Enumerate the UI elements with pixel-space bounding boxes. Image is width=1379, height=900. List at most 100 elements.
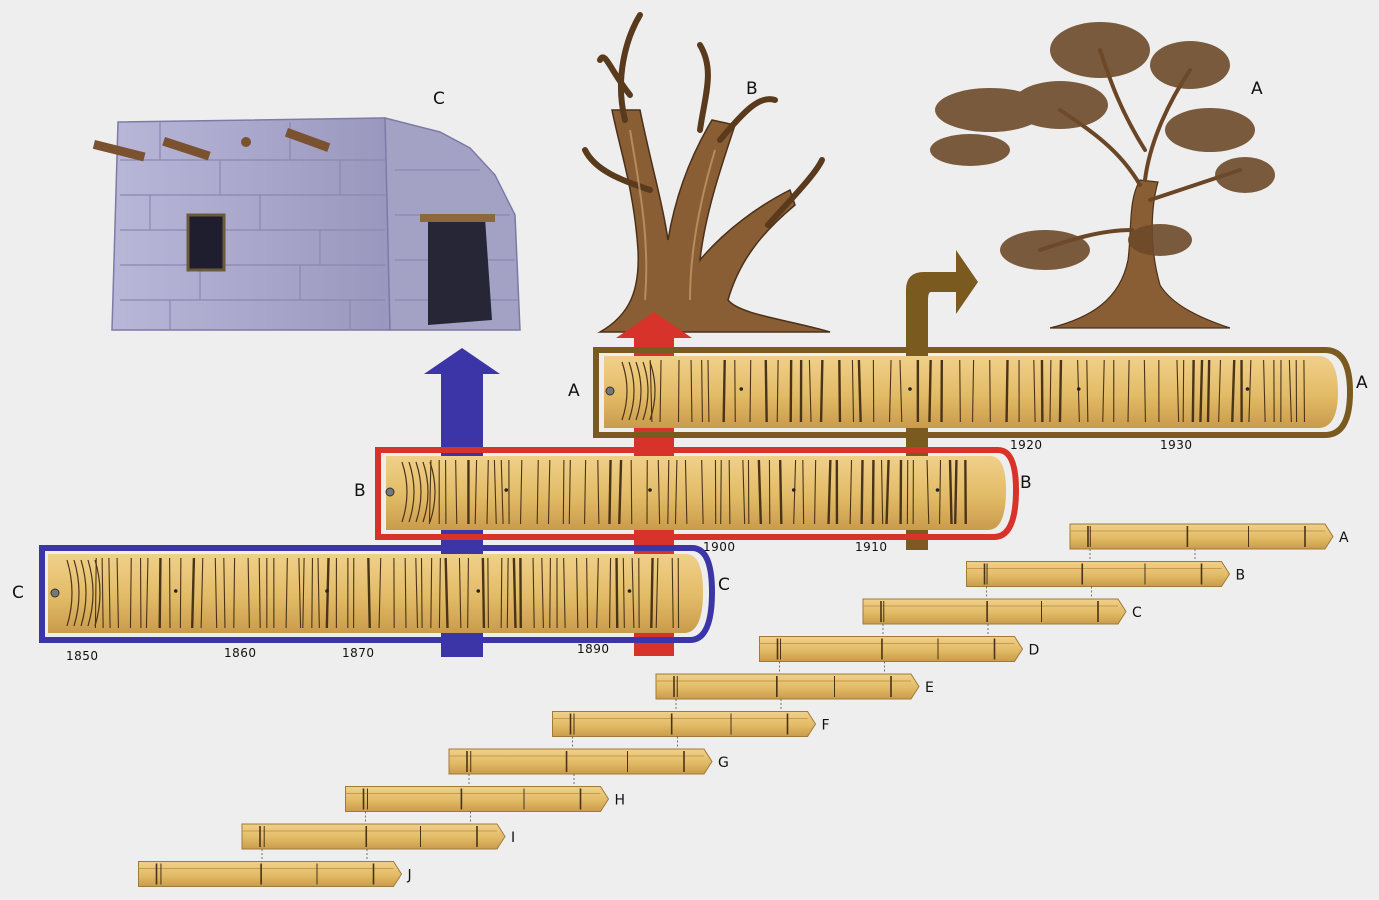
growth-ring bbox=[101, 557, 104, 629]
dead-tree-label: B bbox=[746, 79, 758, 99]
core-c-right-label: C bbox=[718, 575, 730, 595]
growth-ring bbox=[576, 557, 579, 629]
sequence-label: F bbox=[822, 718, 830, 734]
growth-ring bbox=[223, 557, 226, 629]
growth-ring bbox=[1058, 359, 1063, 423]
dead-tree bbox=[582, 12, 831, 333]
sequence-label: H bbox=[615, 793, 626, 809]
growth-ring bbox=[415, 557, 419, 629]
growth-ring bbox=[802, 459, 805, 525]
year-1850: 1850 bbox=[66, 649, 99, 663]
core-b-left-label: B bbox=[354, 481, 366, 501]
growth-ring bbox=[749, 359, 752, 423]
growth-ring bbox=[500, 459, 504, 525]
growth-ring bbox=[888, 359, 892, 423]
growth-ring bbox=[317, 557, 320, 629]
growth-ring bbox=[247, 557, 250, 629]
sequence-label: C bbox=[1132, 605, 1142, 621]
growth-ring bbox=[609, 557, 612, 629]
growth-ring bbox=[179, 557, 182, 629]
sample-body bbox=[345, 786, 610, 812]
sequence-sample-e: E bbox=[655, 673, 934, 711]
growth-ring bbox=[793, 459, 797, 525]
pith-ring bbox=[401, 461, 408, 523]
growth-ring bbox=[1143, 359, 1146, 423]
growth-ring bbox=[108, 557, 111, 629]
growth-ring bbox=[586, 557, 589, 629]
growth-ring bbox=[860, 459, 864, 525]
sample-body bbox=[655, 673, 920, 700]
growth-ring bbox=[657, 459, 661, 525]
growth-ring bbox=[608, 459, 612, 525]
growth-ring bbox=[549, 557, 551, 629]
growth-ring bbox=[1218, 359, 1222, 423]
growth-ring bbox=[94, 557, 97, 629]
growth-ring bbox=[899, 359, 903, 423]
growth-ring bbox=[519, 459, 523, 525]
pith-ring bbox=[408, 461, 415, 523]
pith-ring bbox=[87, 559, 94, 627]
sequence-sample-j: J bbox=[138, 861, 412, 887]
year-1890: 1890 bbox=[577, 642, 610, 656]
growth-ring bbox=[971, 359, 975, 423]
growth-ring bbox=[1033, 359, 1036, 423]
growth-ring bbox=[671, 557, 674, 629]
year-1910: 1910 bbox=[855, 540, 888, 554]
pith bbox=[385, 487, 395, 497]
growth-ring bbox=[701, 459, 704, 525]
decade-marker bbox=[648, 488, 652, 492]
growth-ring bbox=[1077, 359, 1080, 423]
growth-ring bbox=[778, 459, 783, 525]
core-a-right-label: A bbox=[1356, 373, 1368, 393]
growth-ring bbox=[722, 359, 726, 423]
growth-ring bbox=[928, 359, 932, 423]
sequence-label: A bbox=[1339, 530, 1349, 546]
growth-ring bbox=[541, 557, 544, 629]
growth-ring bbox=[596, 557, 599, 629]
sequence-sample-b: B bbox=[966, 561, 1245, 599]
growth-ring bbox=[926, 459, 930, 525]
growth-ring bbox=[145, 557, 149, 629]
growth-ring bbox=[885, 459, 890, 525]
growth-ring bbox=[1005, 359, 1009, 423]
growth-ring bbox=[325, 557, 330, 629]
pueblo-dwelling bbox=[92, 117, 521, 331]
growth-ring bbox=[568, 459, 571, 525]
sequence-label: E bbox=[925, 680, 934, 696]
growth-ring bbox=[615, 557, 619, 629]
sequence-label: G bbox=[718, 755, 729, 771]
growth-ring bbox=[129, 557, 132, 629]
decade-marker bbox=[173, 589, 178, 593]
pith-ring bbox=[429, 461, 436, 523]
growth-ring bbox=[742, 459, 746, 525]
growth-ring bbox=[467, 557, 469, 629]
growth-ring bbox=[880, 459, 884, 525]
growth-ring bbox=[827, 459, 832, 525]
growth-ring bbox=[849, 459, 853, 525]
pith-ring bbox=[635, 361, 642, 421]
growth-ring bbox=[420, 557, 423, 629]
growth-ring bbox=[481, 557, 486, 629]
living-tree bbox=[930, 22, 1275, 329]
growth-ring bbox=[1049, 359, 1052, 423]
growth-ring bbox=[655, 557, 659, 629]
growth-ring bbox=[618, 459, 623, 525]
growth-ring bbox=[728, 459, 731, 525]
growth-ring bbox=[707, 359, 710, 423]
sequence-sample-h: H bbox=[345, 786, 626, 824]
year-1860: 1860 bbox=[224, 646, 257, 660]
growth-ring bbox=[285, 557, 288, 629]
growth-ring bbox=[458, 557, 462, 629]
pith bbox=[50, 588, 60, 598]
year-1870: 1870 bbox=[342, 646, 375, 660]
pith-ring bbox=[642, 361, 649, 421]
living-tree-label: A bbox=[1251, 79, 1263, 99]
pith-ring bbox=[73, 559, 80, 627]
year-1930: 1930 bbox=[1160, 438, 1193, 452]
growth-ring bbox=[512, 557, 517, 629]
sequence-label: J bbox=[407, 868, 412, 884]
growth-ring bbox=[1206, 359, 1211, 423]
decade-marker bbox=[908, 387, 912, 391]
